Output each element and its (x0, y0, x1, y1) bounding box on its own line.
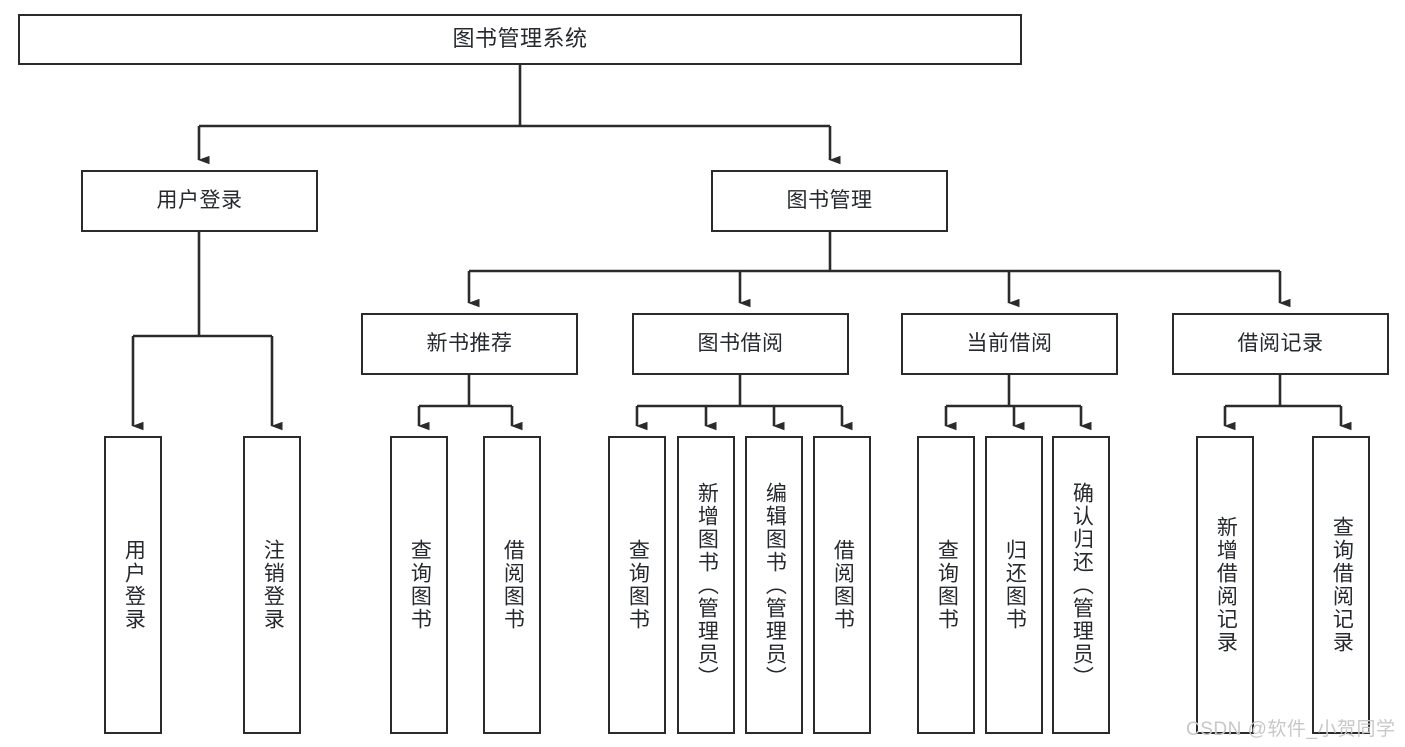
node-leaf-borrow-book-2-label: 借阅图书 (831, 539, 855, 631)
node-leaf-query-book-2[interactable]: 查询图书 (608, 436, 666, 734)
node-book-manage-label: 图书管理 (786, 189, 873, 213)
node-leaf-edit-book-label: 编辑图书（管理员） (763, 481, 787, 689)
node-root-label: 图书管理系统 (452, 26, 588, 52)
node-leaf-user-login[interactable]: 用户登录 (104, 436, 162, 734)
node-leaf-edit-book[interactable]: 编辑图书（管理员） (745, 436, 803, 734)
node-new-book-recommend-label: 新书推荐 (426, 332, 513, 356)
node-user-login-label: 用户登录 (156, 189, 243, 213)
node-leaf-logout-login[interactable]: 注销登录 (243, 436, 301, 734)
node-leaf-return-book[interactable]: 归还图书 (985, 436, 1043, 734)
node-leaf-query-book-1[interactable]: 查询图书 (390, 436, 448, 734)
node-leaf-query-borrow-record-label: 查询借阅记录 (1330, 516, 1354, 654)
node-leaf-borrow-book-1-label: 借阅图书 (501, 539, 525, 631)
node-leaf-add-book[interactable]: 新增图书（管理员） (677, 436, 735, 734)
node-borrow-record-label: 借阅记录 (1237, 332, 1324, 356)
node-leaf-borrow-book-2[interactable]: 借阅图书 (813, 436, 871, 734)
node-current-borrow-label: 当前借阅 (966, 332, 1053, 356)
node-leaf-confirm-return[interactable]: 确认归还（管理员） (1052, 436, 1110, 734)
node-borrow-record[interactable]: 借阅记录 (1172, 313, 1389, 375)
node-leaf-return-book-label: 归还图书 (1003, 539, 1027, 631)
node-leaf-borrow-book-1[interactable]: 借阅图书 (483, 436, 541, 734)
node-leaf-add-book-label: 新增图书（管理员） (695, 481, 719, 689)
node-leaf-query-book-2-label: 查询图书 (626, 539, 650, 631)
node-current-borrow[interactable]: 当前借阅 (901, 313, 1118, 375)
node-leaf-add-borrow-record-label: 新增借阅记录 (1214, 516, 1238, 654)
node-leaf-add-borrow-record[interactable]: 新增借阅记录 (1196, 436, 1254, 734)
node-leaf-query-book-3-label: 查询图书 (935, 539, 959, 631)
node-book-borrow-label: 图书借阅 (697, 332, 784, 356)
node-leaf-query-borrow-record[interactable]: 查询借阅记录 (1312, 436, 1370, 734)
node-leaf-query-book-3[interactable]: 查询图书 (917, 436, 975, 734)
node-user-login[interactable]: 用户登录 (81, 170, 318, 232)
node-leaf-confirm-return-label: 确认归还（管理员） (1070, 481, 1094, 689)
node-leaf-logout-login-label: 注销登录 (261, 539, 285, 631)
node-new-book-recommend[interactable]: 新书推荐 (361, 313, 578, 375)
node-leaf-query-book-1-label: 查询图书 (408, 539, 432, 631)
node-root[interactable]: 图书管理系统 (18, 14, 1022, 65)
node-leaf-user-login-label: 用户登录 (122, 539, 146, 631)
node-book-borrow[interactable]: 图书借阅 (632, 313, 849, 375)
node-book-manage[interactable]: 图书管理 (711, 170, 948, 232)
